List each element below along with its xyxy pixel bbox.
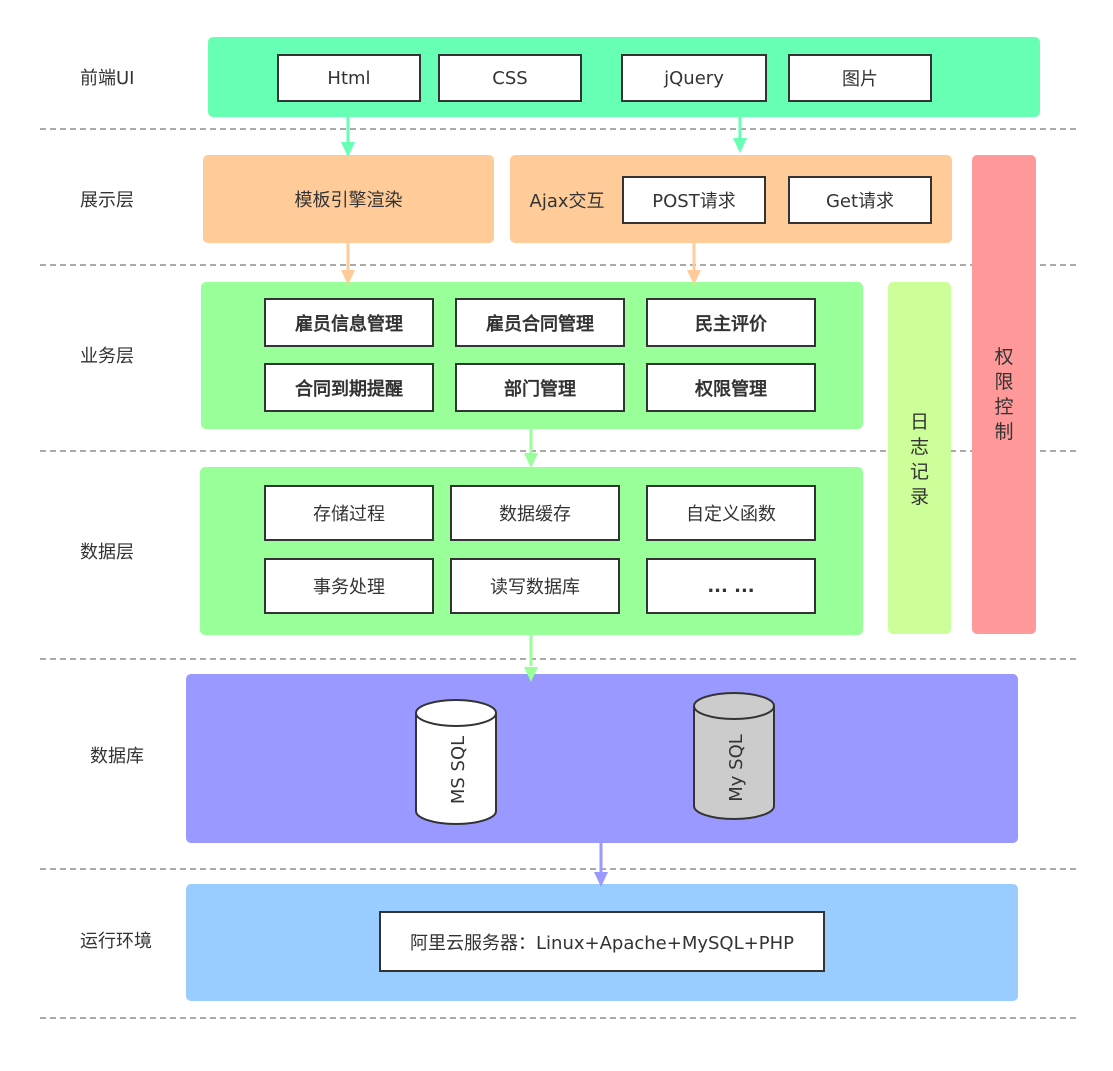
business-item: 部门管理 (455, 363, 625, 412)
log-record-panel (888, 282, 951, 634)
arrow-down-icon (524, 635, 538, 682)
log-record-label: 日志记录 (909, 411, 929, 508)
data-layer-item: ... ... (646, 558, 816, 614)
business-item: 民主评价 (646, 298, 816, 347)
arrow-down-icon (733, 117, 747, 153)
frontend-item-css: CSS (438, 54, 582, 102)
auth-control-label: 权限控制 (994, 346, 1014, 443)
row-label-runtime: 运行环境 (80, 931, 152, 952)
data-layer-item: 读写数据库 (450, 558, 620, 614)
separator (40, 868, 1076, 870)
separator (40, 1017, 1076, 1019)
business-item: 雇员合同管理 (455, 298, 625, 347)
mysql-cylinder: My SQL (693, 692, 775, 820)
row-label-database: 数据库 (90, 746, 144, 767)
frontend-item-jquery: jQuery (621, 54, 767, 102)
separator (40, 264, 1076, 266)
data-layer-item: 数据缓存 (450, 485, 620, 541)
row-label-presentation: 展示层 (80, 190, 134, 211)
row-label-business: 业务层 (80, 346, 134, 367)
business-item: 权限管理 (646, 363, 816, 412)
separator (40, 128, 1076, 130)
database-panel (186, 674, 1018, 843)
data-layer-item: 事务处理 (264, 558, 434, 614)
ajax-get-request: Get请求 (788, 176, 932, 224)
arrow-down-icon (341, 243, 355, 285)
arrow-down-icon (524, 429, 538, 468)
frontend-item-images: 图片 (788, 54, 932, 102)
business-item: 合同到期提醒 (264, 363, 434, 412)
arrow-down-icon (594, 843, 608, 887)
mssql-label: MS SQL (448, 736, 469, 804)
separator (40, 450, 1076, 452)
arrow-down-icon (341, 117, 355, 157)
separator (40, 658, 1076, 660)
auth-control-panel (972, 155, 1036, 634)
runtime-server: 阿里云服务器：Linux+Apache+MySQL+PHP (379, 911, 825, 972)
business-item: 雇员信息管理 (264, 298, 434, 347)
data-layer-item: 自定义函数 (646, 485, 816, 541)
row-label-frontend: 前端UI (80, 68, 135, 89)
ajax-post-request: POST请求 (622, 176, 766, 224)
mssql-cylinder: MS SQL (415, 699, 497, 825)
mysql-label: My SQL (726, 734, 747, 802)
template-engine-label: 模板引擎渲染 (294, 190, 403, 211)
frontend-item-html: Html (277, 54, 421, 102)
ajax-label: Ajax交互 (529, 191, 605, 212)
template-engine-panel (203, 155, 494, 243)
row-label-data: 数据层 (80, 542, 134, 563)
data-layer-item: 存储过程 (264, 485, 434, 541)
arrow-down-icon (687, 243, 701, 285)
